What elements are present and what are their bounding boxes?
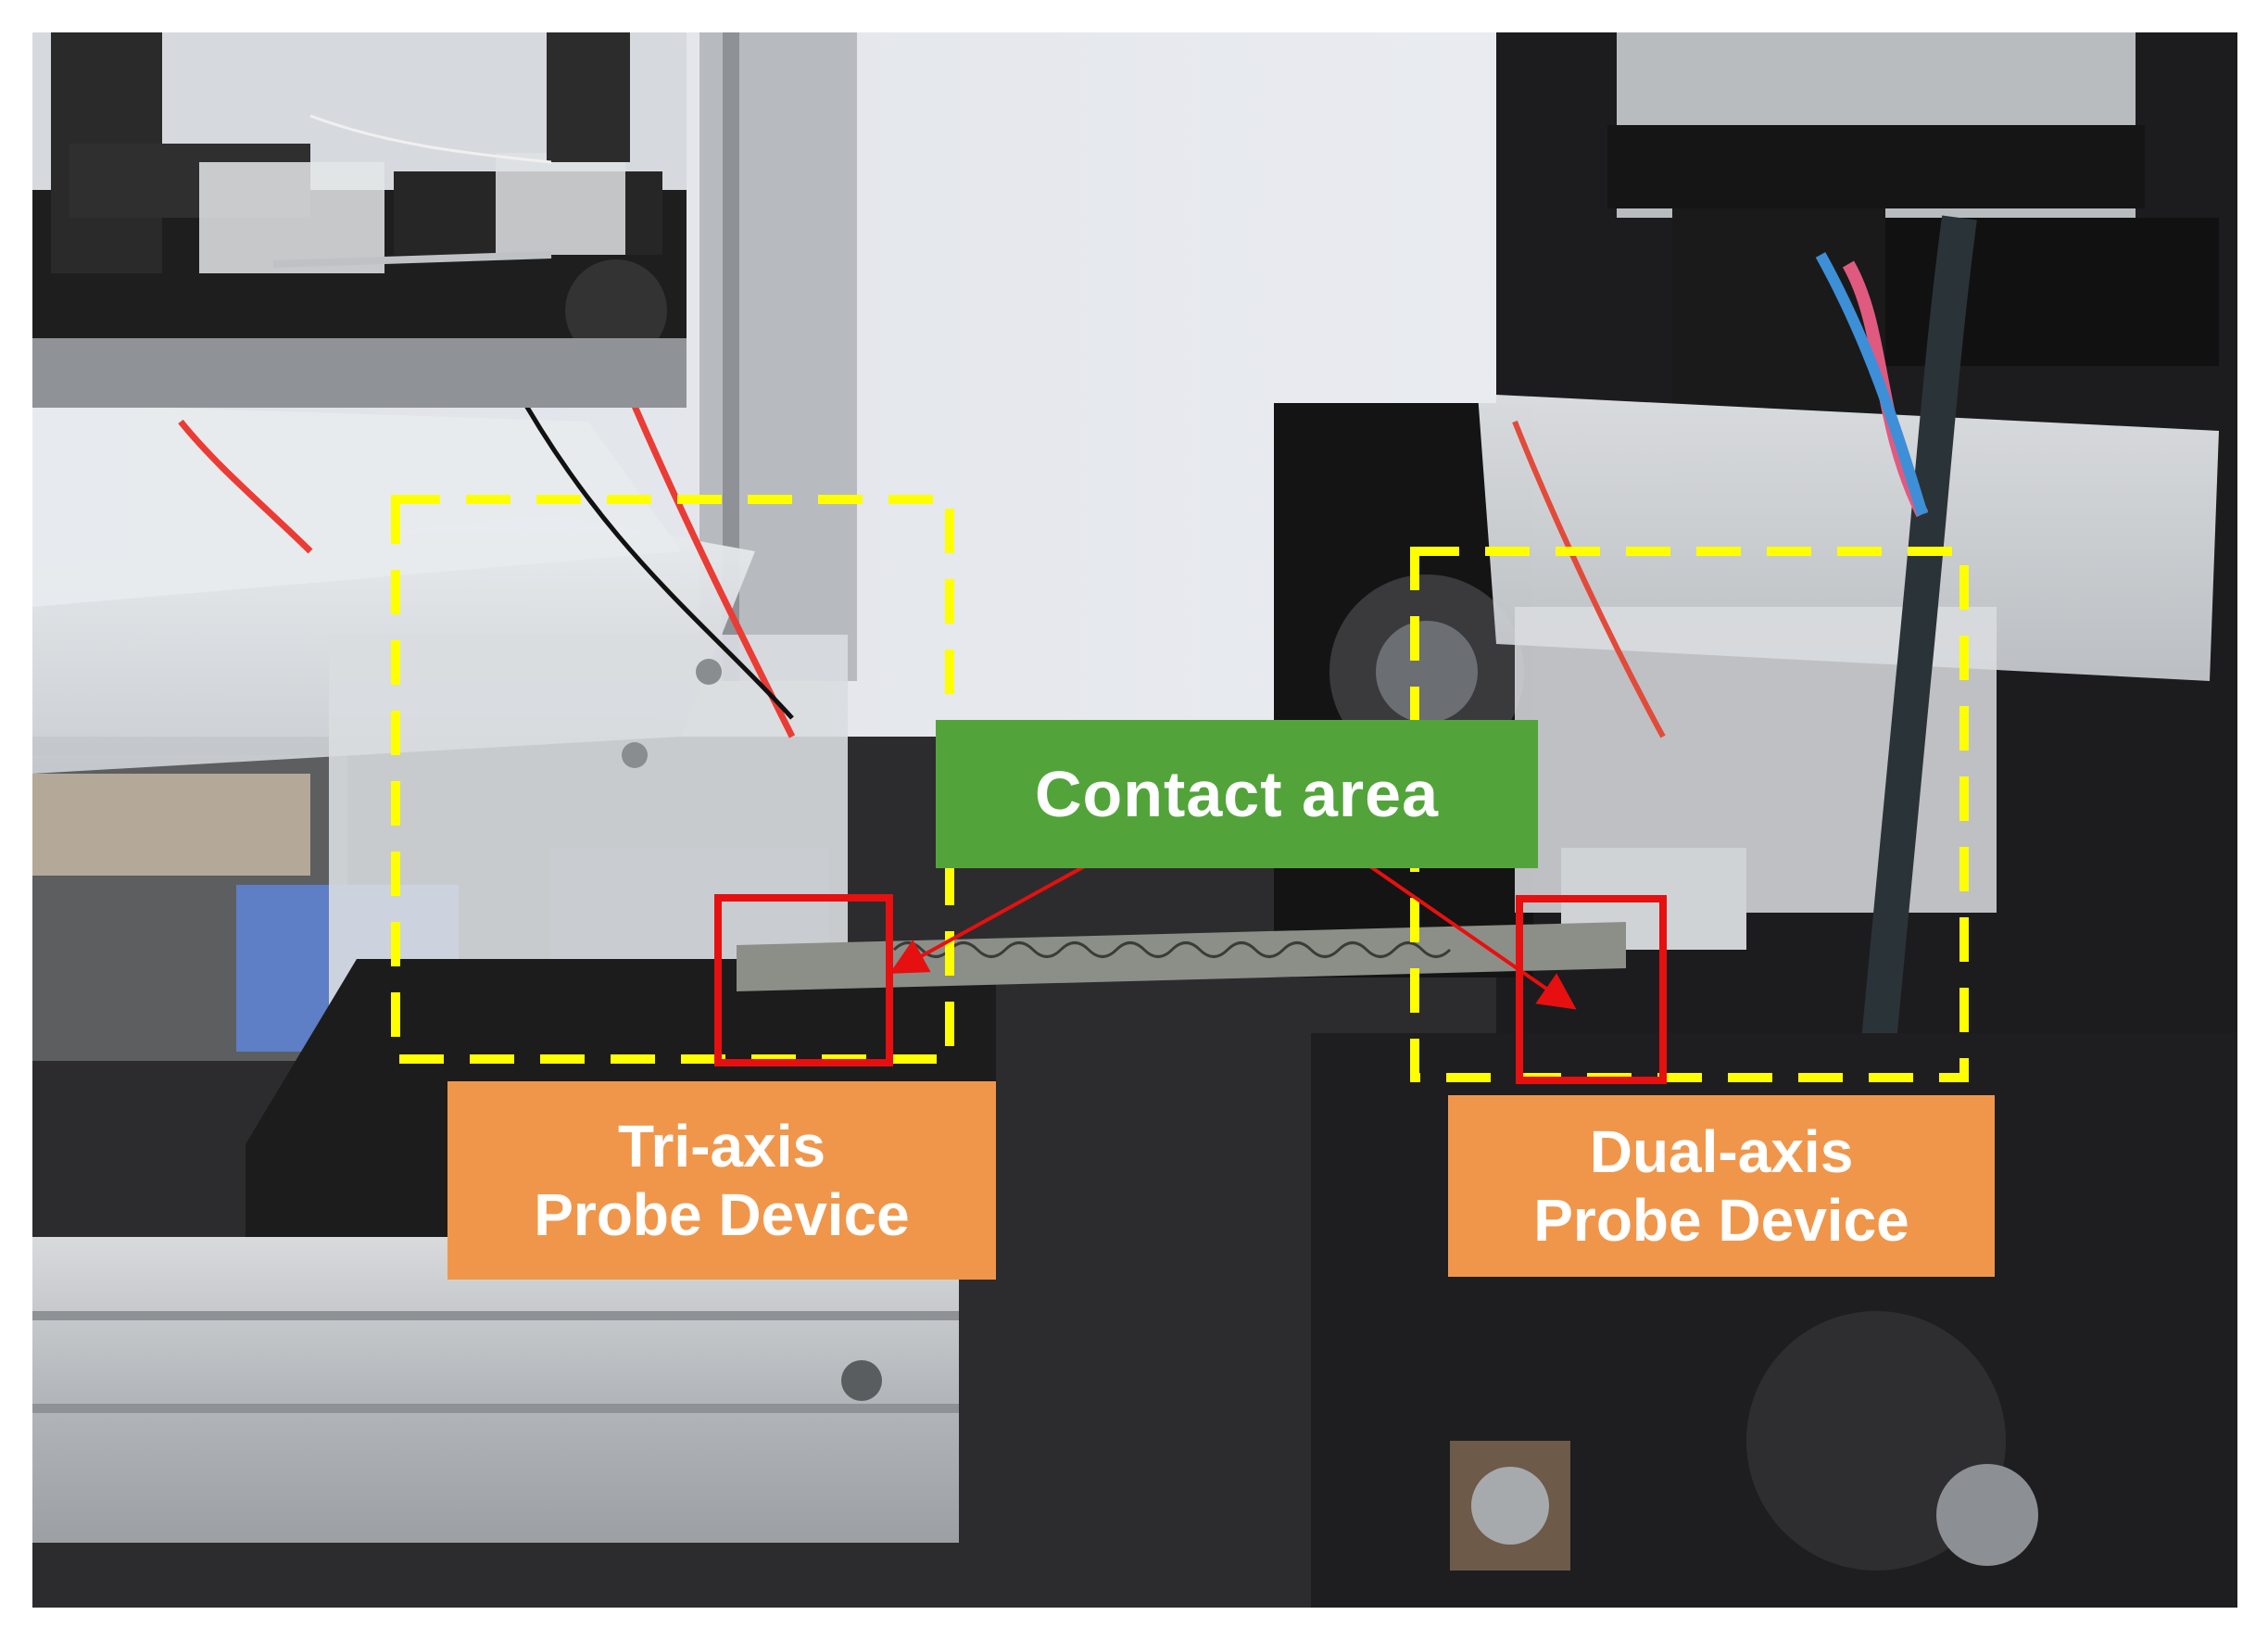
arrow-to-tri-axis-contact xyxy=(888,846,1119,974)
sensor-pattern xyxy=(892,941,1452,958)
cable-black xyxy=(1858,215,1977,1072)
inset-photo xyxy=(32,32,687,408)
bolt xyxy=(1936,1464,2038,1566)
dual-axis-dashed-outline xyxy=(1410,547,1969,1082)
contact-area-text: Contact area xyxy=(1034,758,1440,830)
experiment-photo: Contact area Tri-axis Probe Device Dual-… xyxy=(32,32,2237,1608)
dual-axis-line2: Probe Device xyxy=(1533,1187,1909,1254)
arrow-to-dual-axis-contact xyxy=(1342,846,1577,1010)
aluminum-rail xyxy=(32,1237,959,1543)
sample-strip xyxy=(737,922,1626,991)
tri-axis-label: Tri-axis Probe Device xyxy=(447,1081,996,1280)
tri-axis-line1: Tri-axis xyxy=(617,1113,826,1180)
dual-axis-line1: Dual-axis xyxy=(1589,1118,1854,1185)
contact-area-label: Contact area xyxy=(936,720,1538,868)
dual-axis-label: Dual-axis Probe Device xyxy=(1448,1095,1995,1277)
tri-axis-contact-box xyxy=(714,894,893,1066)
dual-axis-contact-box xyxy=(1516,895,1667,1084)
tri-axis-line2: Probe Device xyxy=(534,1181,910,1248)
